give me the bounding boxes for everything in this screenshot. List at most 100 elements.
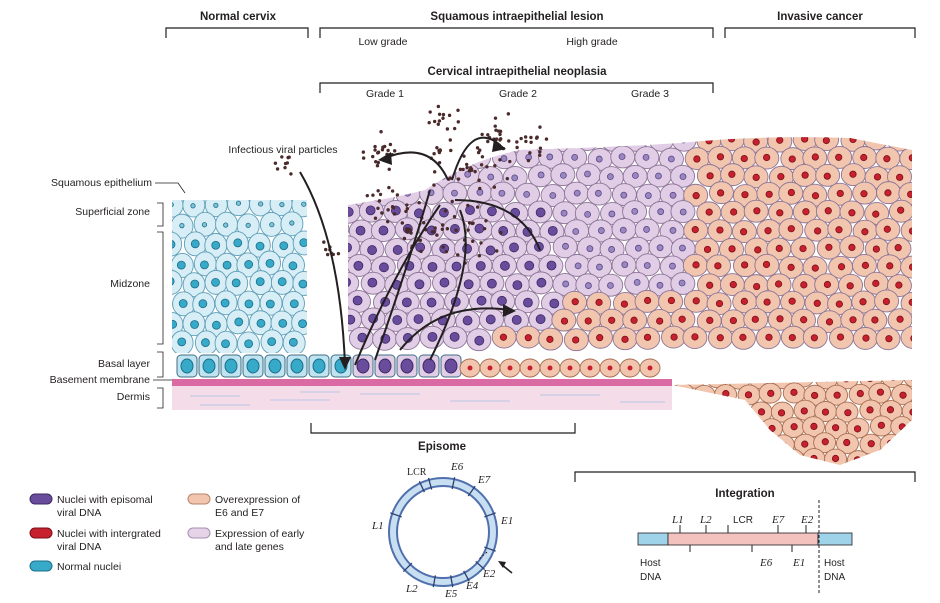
nucleus — [560, 317, 569, 325]
nucleus — [680, 137, 687, 144]
nucleus — [894, 244, 902, 252]
nucleus — [631, 207, 639, 215]
cell — [684, 399, 707, 421]
virus-particle — [376, 151, 380, 155]
cell — [727, 380, 751, 390]
virus-particle — [386, 148, 390, 153]
basal-layer-cells — [176, 354, 661, 378]
cell — [348, 235, 360, 259]
nucleus — [584, 210, 592, 218]
cell — [692, 384, 716, 406]
nucleus — [889, 380, 897, 381]
nucleus — [765, 190, 773, 198]
nucleus — [669, 227, 677, 234]
nucleus — [896, 173, 904, 181]
nucleus — [405, 155, 413, 163]
integration-e6: E6 — [759, 557, 773, 569]
virus-particle — [444, 249, 449, 254]
virus-particle — [473, 169, 477, 174]
virus-particle — [493, 116, 498, 120]
nucleus — [444, 358, 458, 374]
nucleus — [910, 380, 912, 382]
virus-particle — [436, 122, 440, 126]
nucleus — [705, 208, 713, 216]
nucleus — [559, 138, 567, 146]
legend-integrated-line2: viral DNA — [57, 541, 101, 553]
cell — [771, 434, 795, 456]
virus-particle — [435, 146, 439, 150]
nucleus — [524, 260, 535, 271]
label-basement-membrane: Basement membrane — [50, 374, 151, 386]
nucleus — [393, 137, 401, 143]
heading-episome: Episome — [418, 441, 466, 453]
nucleus — [234, 317, 244, 327]
nucleus — [269, 222, 275, 228]
nucleus — [757, 440, 765, 448]
nucleus — [172, 277, 175, 286]
nucleus — [509, 242, 519, 253]
nucleus — [692, 297, 700, 305]
virus-particle — [466, 228, 470, 232]
cell — [715, 417, 739, 439]
nucleus — [669, 262, 676, 270]
nucleus — [722, 390, 730, 398]
nucleus — [562, 242, 569, 250]
nucleus — [198, 299, 208, 309]
nucleus — [190, 320, 199, 329]
nucleus — [778, 380, 786, 382]
nucleus — [763, 298, 771, 306]
nucleus — [777, 409, 786, 417]
nucleus — [644, 192, 652, 199]
nucleus — [422, 358, 436, 374]
nucleus — [301, 201, 307, 207]
dermis-layer — [172, 379, 672, 410]
nucleus — [800, 281, 808, 289]
nucleus — [679, 244, 686, 252]
legend-item-expression: Expression of early and late genes — [187, 527, 305, 553]
label-grade-1: Grade 1 — [366, 88, 404, 100]
virus-particle — [380, 211, 384, 215]
nucleus — [497, 295, 507, 306]
virus-particle — [443, 209, 448, 213]
nucleus — [811, 264, 819, 272]
cell — [348, 254, 350, 277]
nucleus — [849, 170, 857, 178]
nucleus — [298, 319, 307, 329]
nucleus — [511, 174, 519, 182]
nucleus — [268, 358, 282, 374]
cell — [672, 382, 695, 404]
invasive-cancer-cells — [672, 380, 912, 465]
nucleus — [831, 454, 840, 463]
virus-particle — [440, 223, 445, 227]
nucleus — [777, 173, 785, 181]
nucleus — [908, 154, 912, 162]
virus-particle — [379, 130, 383, 134]
nucleus — [801, 171, 809, 179]
nucleus — [244, 339, 254, 349]
nucleus — [823, 172, 831, 180]
virus-particle — [452, 126, 457, 131]
nucleus — [740, 228, 748, 236]
cell — [835, 380, 859, 390]
virus-particle — [477, 178, 481, 182]
nucleus — [572, 228, 580, 235]
cell — [891, 450, 912, 465]
integration-e7: E7 — [771, 514, 785, 526]
cell — [881, 380, 905, 388]
nucleus — [190, 203, 196, 209]
nucleus — [679, 173, 687, 181]
virus-particle — [392, 212, 397, 216]
nucleus — [867, 440, 875, 448]
nucleus — [571, 153, 579, 161]
legend-swatch-normal — [29, 560, 53, 572]
cell — [692, 449, 716, 465]
nucleus — [811, 391, 819, 400]
lesion-cells — [348, 137, 912, 352]
nucleus — [211, 277, 220, 287]
nucleus — [536, 277, 547, 288]
nucleus — [832, 424, 840, 432]
nucleus — [643, 333, 652, 341]
cell — [693, 417, 717, 439]
nucleus — [211, 240, 221, 250]
viral-dna-insert — [667, 532, 819, 546]
